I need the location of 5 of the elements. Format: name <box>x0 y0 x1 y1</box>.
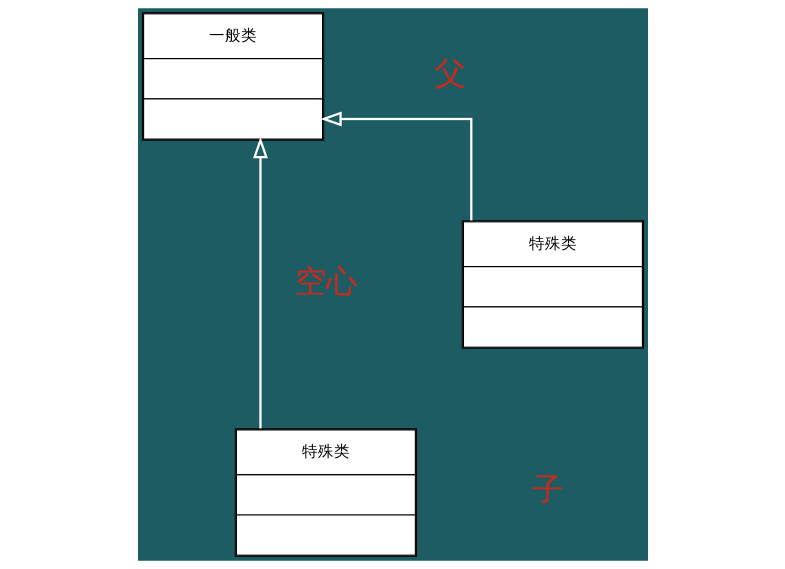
arrow <box>320 112 472 220</box>
arrow <box>252 136 268 428</box>
label: 子 <box>531 472 562 508</box>
label: 父 <box>434 56 466 92</box>
label: 空心 <box>294 264 356 300</box>
